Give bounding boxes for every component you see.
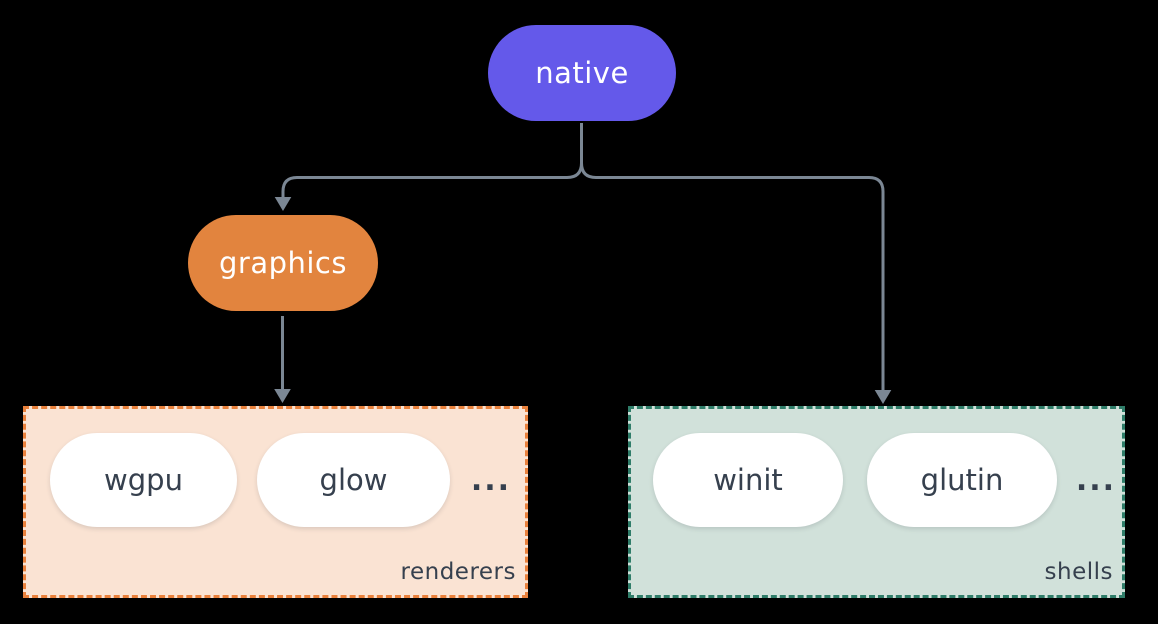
node-glutin-label: glutin — [920, 463, 1004, 497]
node-glow-label: glow — [319, 463, 388, 497]
edge-native-shells — [580, 123, 892, 404]
node-winit-label: winit — [713, 463, 783, 497]
arrowhead-down-icon — [274, 389, 291, 403]
node-wgpu-label: wgpu — [104, 463, 183, 497]
renderers-group-label: renderers — [400, 559, 516, 585]
arrowhead-down-icon — [874, 390, 892, 404]
edge-graphics-renderers — [274, 316, 291, 403]
renderers-ellipsis: ... — [470, 462, 512, 498]
node-glutin: glutin — [867, 433, 1057, 527]
node-wgpu: wgpu — [50, 433, 237, 527]
group-shells: winit glutin ... shells — [628, 406, 1125, 598]
node-native-label: native — [535, 56, 629, 90]
edge-native-graphics — [274, 123, 583, 211]
shells-ellipsis: ... — [1075, 462, 1117, 498]
node-native: native — [488, 25, 676, 121]
node-graphics-label: graphics — [218, 246, 347, 280]
shells-group-label: shells — [1044, 559, 1113, 585]
group-renderers: wgpu glow ... renderers — [23, 406, 528, 598]
node-glow: glow — [257, 433, 450, 527]
node-graphics: graphics — [188, 215, 378, 311]
node-winit: winit — [653, 433, 843, 527]
arrowhead-down-icon — [274, 197, 292, 211]
